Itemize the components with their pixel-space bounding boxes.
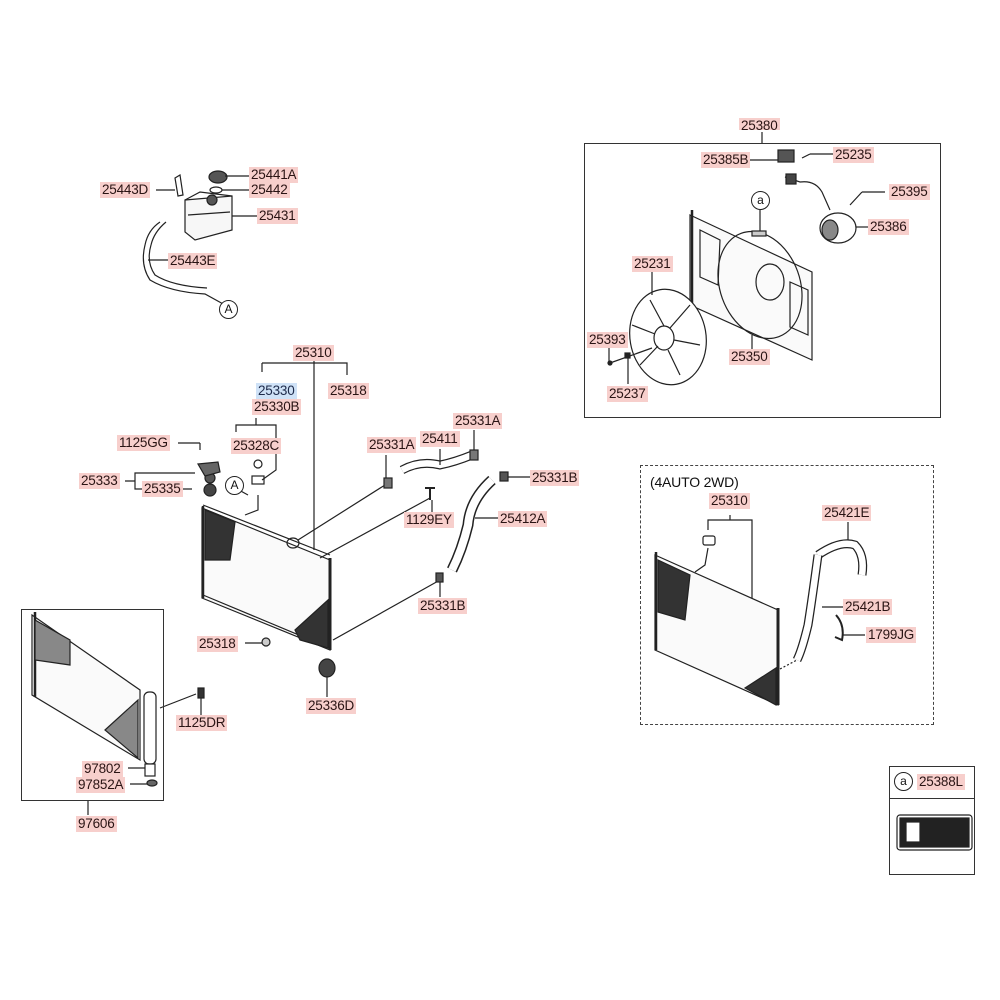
part-label-auto-radiator-assembly[interactable]: 25310 <box>709 493 750 509</box>
part-label-hose-clamp-a1[interactable]: 25331A <box>367 437 417 453</box>
part-label-label-sticker[interactable]: 25388L <box>917 774 965 790</box>
label-sticker-drawing <box>896 814 973 851</box>
legend-divider <box>889 798 975 799</box>
part-label-drain-plug[interactable]: 25318 <box>197 636 238 652</box>
fan-shroud-drawing <box>689 210 813 361</box>
auto-variant-group-box <box>640 465 934 725</box>
auto-radiator-drawing <box>654 535 868 707</box>
part-label-fan-resistor[interactable]: 25385B <box>701 152 751 168</box>
part-label-radiator-insulator[interactable]: 25335 <box>142 481 183 497</box>
part-label-reservoir-hose-d[interactable]: 25443D <box>100 182 151 198</box>
lower-hose-drawing <box>425 471 509 583</box>
legend-marker-a: a <box>894 772 913 791</box>
part-label-radiator-cap-b[interactable]: 25330B <box>252 399 302 415</box>
part-label-hose-clamp-b1[interactable]: 25331B <box>530 470 580 486</box>
part-label-auto-clip[interactable]: 1799JG <box>866 627 917 643</box>
part-label-radiator-bolt-gg[interactable]: 1125GG <box>117 435 170 451</box>
fan-shroud-group-box <box>584 143 941 418</box>
part-label-radiator-plug[interactable]: 25318 <box>328 383 369 399</box>
reference-marker-A: A <box>219 300 238 319</box>
part-label-fan-blade[interactable]: 25231 <box>632 256 673 272</box>
part-label-receiver-drier[interactable]: 97802 <box>82 761 123 777</box>
legend-box <box>889 766 975 875</box>
condenser-drawing <box>31 612 205 787</box>
part-label-auto-hose-b[interactable]: 25421B <box>843 599 893 615</box>
reference-marker-A-radiator: A <box>225 476 244 495</box>
part-label-reservoir-hose-e[interactable]: 25443E <box>168 253 218 269</box>
reservoir-tank-drawing <box>142 170 233 306</box>
part-label-fan-assembly[interactable]: 25380 <box>739 118 780 130</box>
part-label-fan-nut[interactable]: 25237 <box>607 386 648 402</box>
fan-motor-drawing <box>777 149 863 244</box>
part-label-lower-hose[interactable]: 25412A <box>498 511 548 527</box>
part-label-reservoir-gasket[interactable]: 25442 <box>249 182 290 198</box>
part-label-lower-insulator[interactable]: 25336D <box>306 698 357 714</box>
reference-marker-a: a <box>751 191 770 210</box>
part-label-reservoir-cap[interactable]: 25441A <box>249 167 299 183</box>
part-label-radiator-assembly[interactable]: 25310 <box>293 345 334 361</box>
part-label-hose-clamp-a2[interactable]: 25331A <box>453 413 503 429</box>
part-label-fan-washer[interactable]: 25393 <box>587 332 628 348</box>
part-label-radiator-seal[interactable]: 25328C <box>231 438 282 454</box>
part-label-receiver-cap[interactable]: 97852A <box>76 777 126 793</box>
condenser-group-box <box>21 609 164 801</box>
part-label-fan-motor[interactable]: 25386 <box>868 219 909 235</box>
auto-variant-heading: (4AUTO 2WD) <box>650 474 739 490</box>
part-label-fan-bolt[interactable]: 25395 <box>889 184 930 200</box>
part-label-bolt-ey[interactable]: 1129EY <box>404 512 454 528</box>
part-label-condenser-assembly[interactable]: 97606 <box>76 816 117 832</box>
part-label-radiator-bracket[interactable]: 25333 <box>79 473 120 489</box>
part-label-radiator-cap[interactable]: 25330 <box>256 383 297 399</box>
part-label-reservoir-tank[interactable]: 25431 <box>257 208 298 224</box>
radiator-drawing <box>197 459 336 678</box>
part-label-fan-screw[interactable]: 25235 <box>833 147 874 163</box>
part-label-fan-shroud[interactable]: 25350 <box>729 349 770 365</box>
part-label-upper-hose[interactable]: 25411 <box>420 431 460 447</box>
upper-hose-drawing <box>383 449 479 489</box>
part-label-hose-clamp-b2[interactable]: 25331B <box>418 598 468 614</box>
part-label-auto-hose-e[interactable]: 25421E <box>822 505 872 521</box>
part-label-condenser-bolt[interactable]: 1125DR <box>176 715 228 731</box>
fan-blade-drawing <box>629 288 707 386</box>
